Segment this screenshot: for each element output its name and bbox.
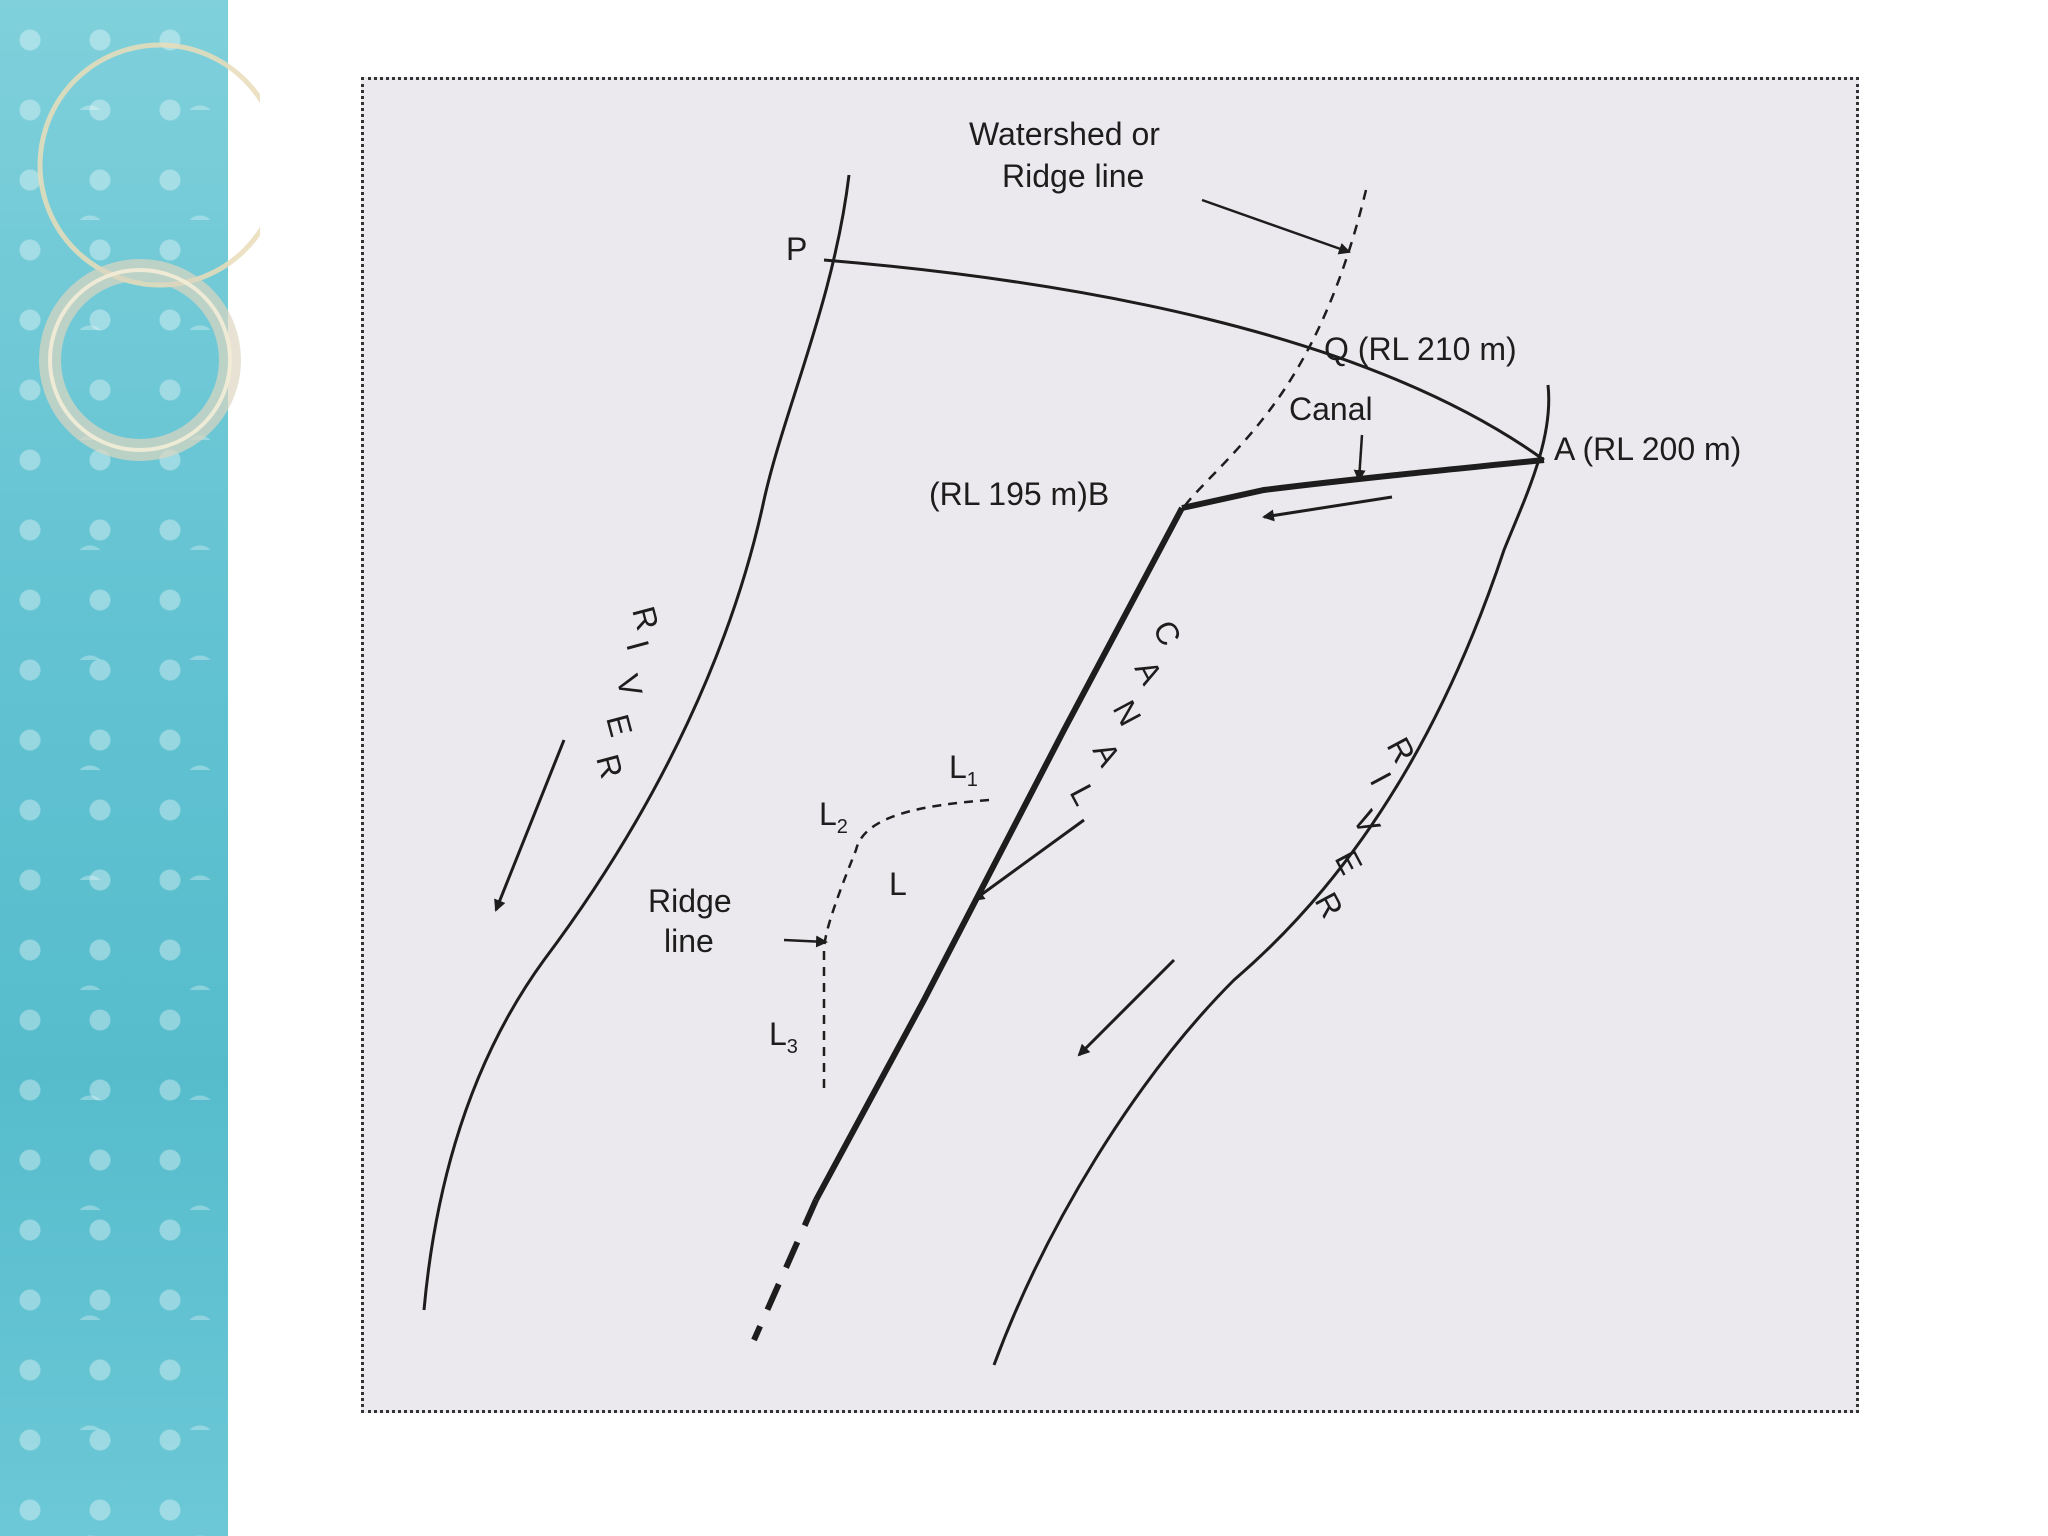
flow-arrow-river-left — [494, 739, 566, 912]
ridge-label-pointer — [783, 935, 828, 948]
river-left-label: R I V E R — [589, 602, 666, 782]
river-left-letter: E — [599, 710, 639, 740]
l1-letter: L — [949, 749, 967, 785]
canal-alignment-diagram: Watershed or Ridge line P Q (RL 210 m) C… — [422, 116, 1741, 1366]
point-a-label: A (RL 200 m) — [1554, 431, 1741, 467]
point-b-label: (RL 195 m)B — [929, 476, 1109, 512]
river-left-letter: R — [589, 750, 630, 782]
l-label: L — [889, 866, 907, 902]
canal-letter: A — [1086, 736, 1128, 772]
river-right-letter: V — [1346, 804, 1388, 840]
river-right-bank — [992, 384, 1551, 1366]
l2-subscript: 2 — [837, 816, 848, 838]
canal-top-label: Canal — [1289, 391, 1373, 427]
canal-dashed-continuation — [751, 1198, 819, 1342]
flow-arrow-top — [1262, 495, 1393, 522]
contour-line-p-a — [823, 258, 1545, 462]
canal-vertical-label: C A N A L — [1063, 614, 1189, 811]
canal-main-line — [813, 506, 1185, 1202]
point-p-label: P — [786, 231, 807, 267]
l1-label: L1 — [949, 749, 978, 791]
canal-letter: N — [1106, 694, 1149, 731]
point-q-label: Q (RL 210 m) — [1324, 331, 1517, 367]
flow-arrow-river-right — [1077, 958, 1176, 1057]
l1-subscript: 1 — [967, 769, 978, 791]
ridge-label-line1: Ridge — [648, 883, 732, 919]
flow-arrow-canal — [972, 818, 1085, 902]
l2-letter: L — [819, 796, 837, 832]
watershed-label-pointer — [1201, 198, 1351, 255]
river-left-letter: I — [619, 636, 656, 654]
ridge-label-line2: line — [664, 923, 714, 959]
secondary-ridge-line — [822, 798, 990, 1090]
l3-subscript: 3 — [787, 1036, 798, 1058]
river-left-letter: V — [609, 670, 649, 701]
canal-segment-b-a — [1181, 457, 1545, 511]
figure-frame: Watershed or Ridge line P Q (RL 210 m) C… — [361, 77, 1859, 1413]
l2-label: L2 — [819, 796, 848, 838]
canal-letter: A — [1128, 654, 1170, 690]
canal-letter: L — [1063, 778, 1103, 811]
watershed-label-line2: Ridge line — [1002, 158, 1144, 194]
river-left-bank — [422, 174, 851, 1311]
decorative-side-panel — [0, 0, 228, 1536]
river-right-label: R I V E R — [1308, 731, 1423, 923]
river-right-letter: R — [1380, 731, 1423, 768]
canal-letter: C — [1146, 614, 1189, 651]
l3-label: L3 — [769, 1016, 798, 1058]
watershed-label-line1: Watershed or — [969, 116, 1160, 152]
river-right-letter: I — [1363, 766, 1399, 791]
l3-letter: L — [769, 1016, 787, 1052]
decorative-rings — [37, 42, 260, 461]
river-left-letter: R — [625, 602, 666, 634]
canal-label-pointer — [1353, 434, 1366, 482]
river-right-letter: R — [1308, 886, 1351, 923]
